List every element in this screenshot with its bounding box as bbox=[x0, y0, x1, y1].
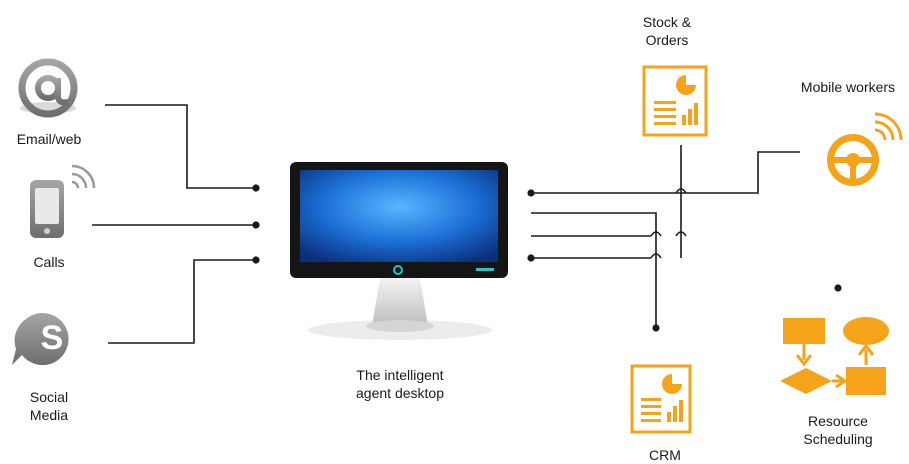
report-document-icon bbox=[630, 364, 692, 434]
social-connector bbox=[108, 259, 256, 344]
dot bbox=[652, 324, 660, 332]
connector-dots bbox=[252, 184, 842, 332]
bridge bbox=[650, 253, 662, 259]
crm-label: CRM bbox=[649, 447, 681, 463]
mobile-workers-connector bbox=[531, 151, 800, 194]
social-media-label: Social Media bbox=[29, 389, 69, 423]
connector-lines bbox=[92, 104, 800, 344]
skype-icon: S bbox=[12, 313, 69, 366]
monitor-icon bbox=[290, 162, 508, 340]
crm-connector bbox=[531, 212, 657, 328]
bridge bbox=[650, 231, 662, 237]
dot bbox=[252, 256, 260, 264]
agent-desktop-label: The intelligent agent desktop bbox=[356, 367, 444, 401]
dot bbox=[252, 221, 260, 229]
dot bbox=[527, 189, 535, 197]
steering-wheel-icon bbox=[827, 112, 903, 186]
at-sign-icon bbox=[18, 58, 78, 118]
bridge bbox=[675, 188, 687, 194]
dot bbox=[252, 184, 260, 192]
bridge bbox=[675, 231, 687, 237]
email-web-label: Email/web bbox=[16, 131, 82, 147]
svg-text:S: S bbox=[41, 319, 64, 357]
calls-label: Calls bbox=[33, 254, 65, 270]
mobile-workers-label: Mobile workers bbox=[800, 79, 896, 95]
mobile-phone-icon bbox=[30, 164, 96, 238]
dot bbox=[834, 284, 842, 292]
resource-scheduling-label: Resource Scheduling bbox=[803, 413, 873, 447]
stock-orders-label: Stock & Orders bbox=[642, 14, 692, 48]
report-document-icon bbox=[642, 65, 708, 137]
dot bbox=[527, 254, 535, 262]
flowchart-icon bbox=[780, 317, 889, 395]
email-connector bbox=[105, 104, 256, 189]
